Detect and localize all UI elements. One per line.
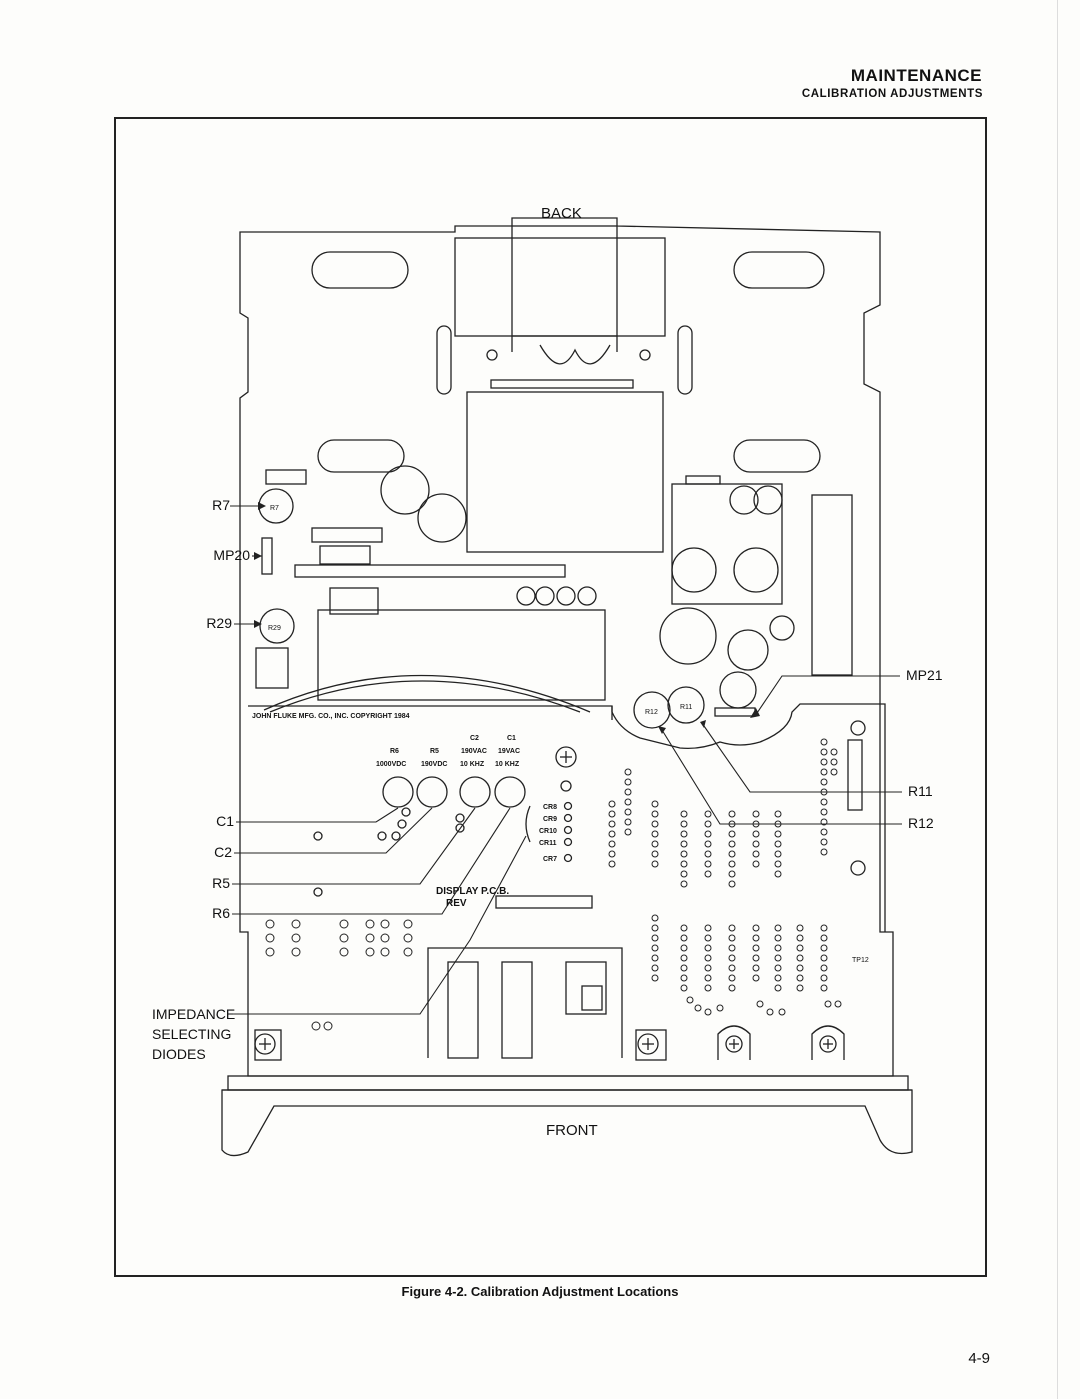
callout-r6: R6 <box>212 905 230 921</box>
display-pcb-text: DISPLAY P.C.B. <box>436 886 509 897</box>
label-10khz-b: 10 KHZ <box>495 761 520 768</box>
arrowheads <box>254 502 760 734</box>
section-title: MAINTENANCE <box>850 66 982 85</box>
label-190vdc: 190VDC <box>421 761 447 768</box>
transformer <box>454 225 666 553</box>
callout-c2: C2 <box>214 844 232 860</box>
callout-impedance: IMPEDANCE <box>152 1006 236 1022</box>
label-r5: R5 <box>430 748 439 755</box>
pot-r12-text: R12 <box>645 709 658 716</box>
label-c2: C2 <box>470 735 479 742</box>
callout-r5: R5 <box>212 875 230 891</box>
label-10khz-a: 10 KHZ <box>460 761 485 768</box>
chassis-outline <box>239 217 894 1077</box>
label-cr9: CR9 <box>543 816 557 823</box>
figure-frame <box>114 117 987 1277</box>
front-label: FRONT <box>546 1122 598 1139</box>
display-pots <box>633 686 756 729</box>
label-cr10: CR10 <box>539 828 557 835</box>
label-c1: C1 <box>507 735 516 742</box>
page-edge-line <box>1057 0 1058 1399</box>
left-components <box>255 465 606 713</box>
label-190vac: 190VAC <box>461 748 487 755</box>
callout-r12: R12 <box>908 815 934 831</box>
figure-caption: Figure 4-2. Calibration Adjustment Locat… <box>401 1284 679 1299</box>
right-components <box>659 475 853 709</box>
label-19vac: 19VAC <box>498 748 520 755</box>
label-1000vdc: 1000VDC <box>376 761 406 768</box>
label-cr8: CR8 <box>543 804 557 811</box>
leader-lines <box>230 505 902 1015</box>
subsection-title: CALIBRATION ADJUSTMENTS <box>801 88 983 100</box>
back-label: BACK <box>541 205 582 222</box>
tp12-text: TP12 <box>852 957 869 964</box>
label-cr7: CR7 <box>543 856 557 863</box>
label-r6: R6 <box>390 748 399 755</box>
front-connectors <box>254 947 845 1061</box>
callout-r11: R11 <box>908 783 933 799</box>
pot-r11-text: R11 <box>680 704 692 711</box>
copyright-text: JOHN FLUKE MFG. CO., INC. COPYRIGHT 1984 <box>252 713 410 720</box>
pin-columns <box>265 738 842 1031</box>
callout-mp20: MP20 <box>213 547 250 563</box>
callout-selecting: SELECTING <box>152 1026 232 1042</box>
callout-c1: C1 <box>216 813 234 829</box>
callout-diodes: DIODES <box>152 1046 206 1062</box>
callout-r7: R7 <box>212 497 230 513</box>
label-cr11: CR11 <box>539 840 557 847</box>
page-number: 4-9 <box>968 1350 990 1367</box>
callout-mp21: MP21 <box>906 667 943 683</box>
front-panel <box>221 1075 913 1157</box>
board-text: JOHN FLUKE MFG. CO., INC. COPYRIGHT 1984… <box>252 713 557 863</box>
pot-r29-text: R29 <box>268 625 281 632</box>
display-board <box>248 703 886 1031</box>
rev-text: REV <box>446 898 467 909</box>
pot-r7-text: R7 <box>270 505 279 512</box>
callout-r29: R29 <box>206 615 232 631</box>
